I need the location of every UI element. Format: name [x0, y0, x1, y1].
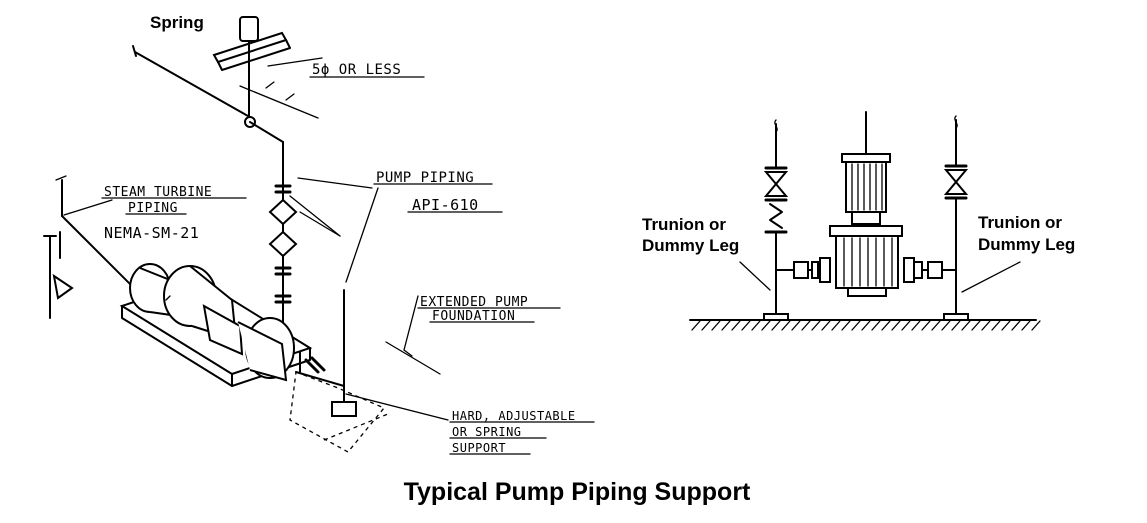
ground-hatch-mark — [711, 320, 721, 331]
extended-label-2: FOUNDATION — [432, 309, 515, 324]
dimension-label: 5ϕ OR LESS — [312, 62, 401, 78]
dimension-marker: 5ϕ OR LESS — [239, 57, 425, 119]
ground-hatch-mark — [961, 320, 971, 331]
support-label-2: OR SPRING — [452, 425, 522, 439]
ground-hatch-mark — [901, 320, 911, 331]
steam-turbine-label-1: STEAM TURBINE — [104, 185, 212, 200]
ground-hatch-mark — [801, 320, 811, 331]
pump-piping-run — [132, 45, 357, 417]
ground-hatch-mark — [851, 320, 861, 331]
ground-hatch-mark — [941, 320, 951, 331]
ground-hatch-mark — [981, 320, 991, 331]
ground-hatch-mark — [771, 320, 781, 331]
nema-label: NEMA-SM-21 — [104, 224, 199, 242]
ground-hatch-mark — [751, 320, 761, 331]
ground-hatch-mark — [881, 320, 891, 331]
ground-hatch-mark — [1021, 320, 1031, 331]
ground-hatch-mark — [791, 320, 801, 331]
left-piping-leg — [763, 119, 831, 321]
ground-hatch-mark — [821, 320, 831, 331]
ground-hatch-mark — [701, 320, 711, 331]
support-label-3: SUPPORT — [452, 441, 506, 455]
right-piping-leg — [903, 115, 969, 321]
ground-hatch-mark — [691, 320, 701, 331]
ground-hatch-mark — [741, 320, 751, 331]
ground-hatch-mark — [811, 320, 821, 331]
ground-hatch-mark — [861, 320, 871, 331]
pump-casing-detail — [843, 237, 893, 287]
ground-hatch-mark — [721, 320, 731, 331]
ground-hatch-mark — [1001, 320, 1011, 331]
ground-hatch-mark — [911, 320, 921, 331]
ground-hatch-mark — [841, 320, 851, 331]
left-trunion-label-1: Trunion or — [642, 215, 726, 234]
spring-label: Spring — [150, 13, 204, 32]
extended-label-1: EXTENDED PUMP — [420, 295, 528, 310]
right-elevation-diagram: Trunion or Dummy Leg Trunion or Dummy Le… — [642, 111, 1075, 331]
vertical-pump-motor — [829, 111, 903, 297]
ground-hatch-mark — [831, 320, 841, 331]
ground-hatch-mark — [931, 320, 941, 331]
api-label: API-610 — [412, 196, 479, 214]
spring-hanger — [212, 16, 291, 128]
ground-line — [689, 319, 1041, 331]
ground-hatch-mark — [781, 320, 791, 331]
ground-hatch-mark — [1031, 320, 1041, 331]
ground-hatch-mark — [891, 320, 901, 331]
left-trunion-label-2: Dummy Leg — [642, 236, 739, 255]
ground-hatch-mark — [971, 320, 981, 331]
ground-hatch-mark — [731, 320, 741, 331]
motor-fins — [851, 163, 883, 211]
steam-turbine-piping — [43, 175, 137, 319]
pump-piping-label: PUMP PIPING — [376, 170, 474, 186]
ground-hatch-mark — [761, 320, 771, 331]
left-isometric-diagram: 5ϕ OR LESS — [43, 13, 595, 455]
ground-hatch-mark — [951, 320, 961, 331]
ground-hatch-mark — [921, 320, 931, 331]
support-label-1: HARD, ADJUSTABLE — [452, 409, 576, 423]
leader-lines — [63, 177, 449, 421]
right-trunion-label-1: Trunion or — [978, 213, 1062, 232]
ground-hatch-mark — [871, 320, 881, 331]
diagram-title: Typical Pump Piping Support — [404, 478, 751, 506]
pump-equipment — [129, 263, 295, 382]
ground-hatch-mark — [1011, 320, 1021, 331]
right-trunion-label-2: Dummy Leg — [978, 235, 1075, 254]
ground-hatch-mark — [991, 320, 1001, 331]
steam-turbine-label-2: PIPING — [128, 201, 178, 216]
